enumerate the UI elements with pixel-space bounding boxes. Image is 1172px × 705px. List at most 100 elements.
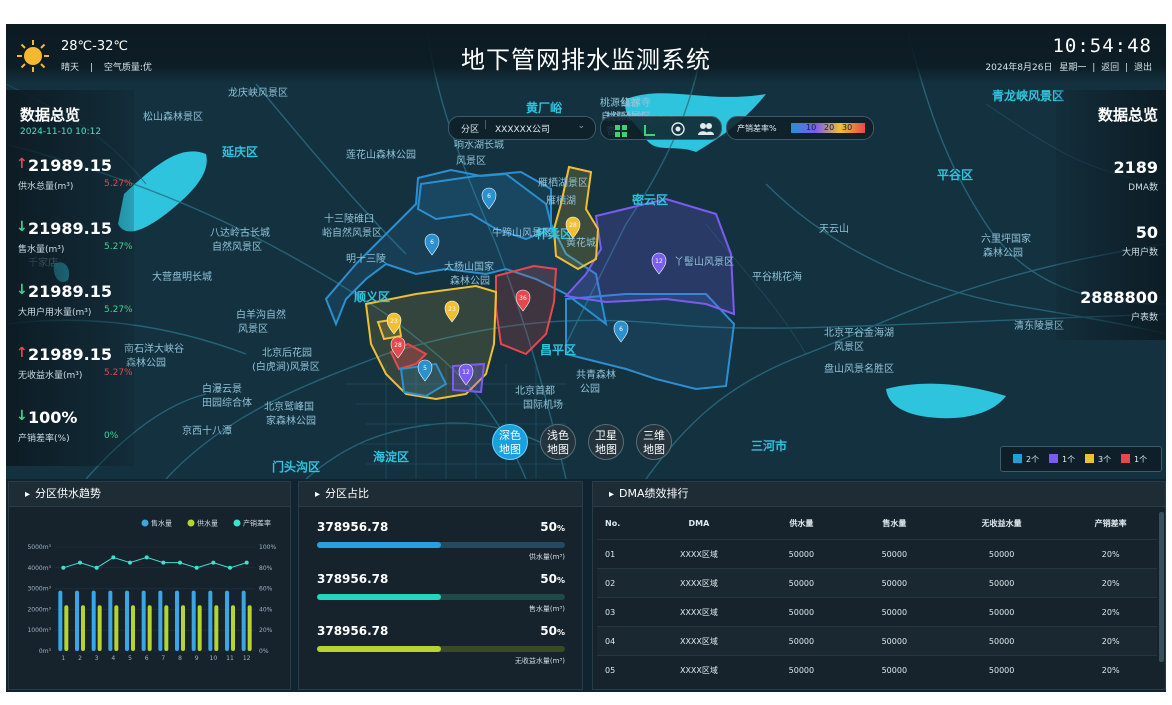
- map-place-label: 黄厂峪: [526, 100, 563, 115]
- rank-column-header: 供水量: [789, 518, 814, 528]
- map-pin-marker[interactable]: 6: [613, 320, 629, 343]
- map-pins[interactable]: 6 6 28 12 23 23 36 6 28 5 12: [386, 187, 667, 386]
- map-place-label: 昌平区: [540, 343, 576, 357]
- dma-zone-red: [495, 264, 558, 356]
- share-progress-fill: [317, 594, 441, 600]
- map-type-button[interactable]: 深色地图: [492, 424, 528, 460]
- stat-change-pct: 0%: [104, 431, 119, 441]
- map-place-label: 八达岭古长城: [210, 226, 270, 239]
- current-date: 2024年8月26日: [985, 63, 1053, 73]
- trend-panel: 分区供水趋势 售水量供水量产销差率5000m³4000m³3000m³2000m…: [8, 481, 291, 690]
- share-label: 售水量(m³): [528, 605, 565, 613]
- exit-link[interactable]: 退出: [1133, 63, 1152, 73]
- map-type-button[interactable]: 浅色地图: [540, 424, 576, 460]
- bar-sales: [125, 590, 129, 651]
- map-pin-marker[interactable]: 28: [390, 336, 406, 359]
- sun-icon: [16, 39, 50, 77]
- users-icon[interactable]: [698, 121, 714, 140]
- share-progress-fill: [317, 542, 441, 548]
- bar-supply: [131, 605, 135, 651]
- table-cell: 50000: [938, 655, 1065, 684]
- back-link[interactable]: 返回: [1101, 63, 1120, 73]
- rank-scrollbar[interactable]: [1159, 512, 1164, 662]
- map-canvas[interactable]: 龙庆峡风景区松山森林景区延庆区莲花山森林公园响水湖长城风景区雁栖湖景区桃源仙谷自…: [6, 24, 1166, 479]
- legend-tick: 30: [842, 123, 853, 132]
- rank-column-header: 无收益水量: [981, 518, 1022, 528]
- trend-down-icon: ↓: [16, 282, 28, 298]
- map-place-label: 平谷区: [937, 167, 973, 182]
- table-cell: 50000: [752, 568, 850, 598]
- map-type-line1: 浅色: [547, 429, 569, 442]
- rank-column-header: DMA: [688, 518, 710, 528]
- map-type-line1: 卫星: [595, 429, 617, 442]
- bar-sales: [58, 590, 63, 651]
- map-place-label: 白羊沟自然: [236, 308, 286, 321]
- y-right-tick: 0%: [259, 648, 269, 655]
- map-place-label: 风景区: [456, 155, 486, 167]
- district-divider: |: [484, 120, 488, 130]
- y-right-tick: 40%: [259, 606, 273, 613]
- map-pin-number: 12: [655, 258, 663, 265]
- map-type-button[interactable]: 三维地图: [636, 424, 672, 460]
- map-place-label: 北京平谷金海湖: [824, 326, 894, 339]
- table-cell: 50000: [849, 568, 939, 598]
- legend-count-label: 1个: [1134, 455, 1148, 464]
- y-left-tick: 2000m³: [27, 606, 51, 613]
- map-pin-marker[interactable]: 28: [565, 216, 581, 239]
- grid-view-icon[interactable]: [615, 122, 627, 141]
- map-pin-number: 36: [519, 295, 527, 302]
- bar-supply: [247, 605, 252, 651]
- map-place-label: 丫髻山风景区: [674, 256, 734, 268]
- stat-label: 售水量(m³): [18, 245, 65, 255]
- table-cell: 50000: [938, 539, 1065, 569]
- map-pin-marker[interactable]: 5: [417, 359, 433, 382]
- x-tick-label: 8: [178, 655, 182, 662]
- bar-sales: [75, 590, 79, 651]
- map-pin-marker[interactable]: 12: [458, 363, 474, 386]
- map-pin-marker[interactable]: 36: [515, 289, 531, 312]
- stat-label: 无收益水量(m³): [18, 371, 83, 381]
- share-percent-value: 50: [540, 624, 557, 638]
- table-cell: XXXX区域: [644, 539, 753, 569]
- map-pin-marker[interactable]: 12: [651, 252, 667, 275]
- dma-zone-purple: [564, 197, 736, 316]
- right-stat-value: 50: [1135, 223, 1158, 242]
- map-place-label: 峪自然风景区: [322, 226, 382, 239]
- map-pin-marker[interactable]: 6: [481, 187, 497, 210]
- separator: |: [1125, 63, 1129, 73]
- loss-rate-point: [144, 555, 149, 560]
- share-progress-track: [317, 594, 565, 600]
- right-stat-value: 2189: [1113, 158, 1158, 177]
- table-cell: 50000: [849, 626, 939, 656]
- trend-down-icon: ↓: [16, 219, 28, 235]
- map-place-label: 家森林公园: [266, 414, 316, 427]
- share-percent-unit: %: [556, 628, 565, 637]
- legend-count-label: 3个: [1098, 455, 1112, 464]
- map-place-label: 雁栖湖景区: [538, 176, 588, 189]
- trend-up-icon: ↑: [16, 345, 28, 361]
- left-panel-title: 数据总览: [20, 106, 81, 124]
- district-select[interactable]: 分区 | XXXXXX公司 ⌄: [448, 116, 596, 140]
- map-type-button[interactable]: 卫星地图: [588, 424, 624, 460]
- bar-supply: [164, 605, 169, 651]
- dma-zone-blue-north: [324, 168, 608, 327]
- map-pin-marker[interactable]: 23: [386, 312, 402, 335]
- loss-rate-line: [63, 556, 247, 569]
- table-cell: 50000: [752, 597, 850, 627]
- table-cell: 50000: [849, 539, 939, 569]
- legend-tick: 20: [824, 123, 835, 132]
- measure-icon[interactable]: [643, 122, 655, 141]
- map-place-label: 明十三陵: [346, 252, 386, 265]
- loss-rate-point: [78, 560, 82, 565]
- map-pin-number: 5: [423, 365, 427, 372]
- stat-value: 21989.15: [28, 282, 113, 301]
- map-pin-marker[interactable]: 23: [444, 300, 460, 323]
- map-pin-marker[interactable]: 6: [424, 233, 440, 256]
- location-target-icon[interactable]: [671, 121, 685, 140]
